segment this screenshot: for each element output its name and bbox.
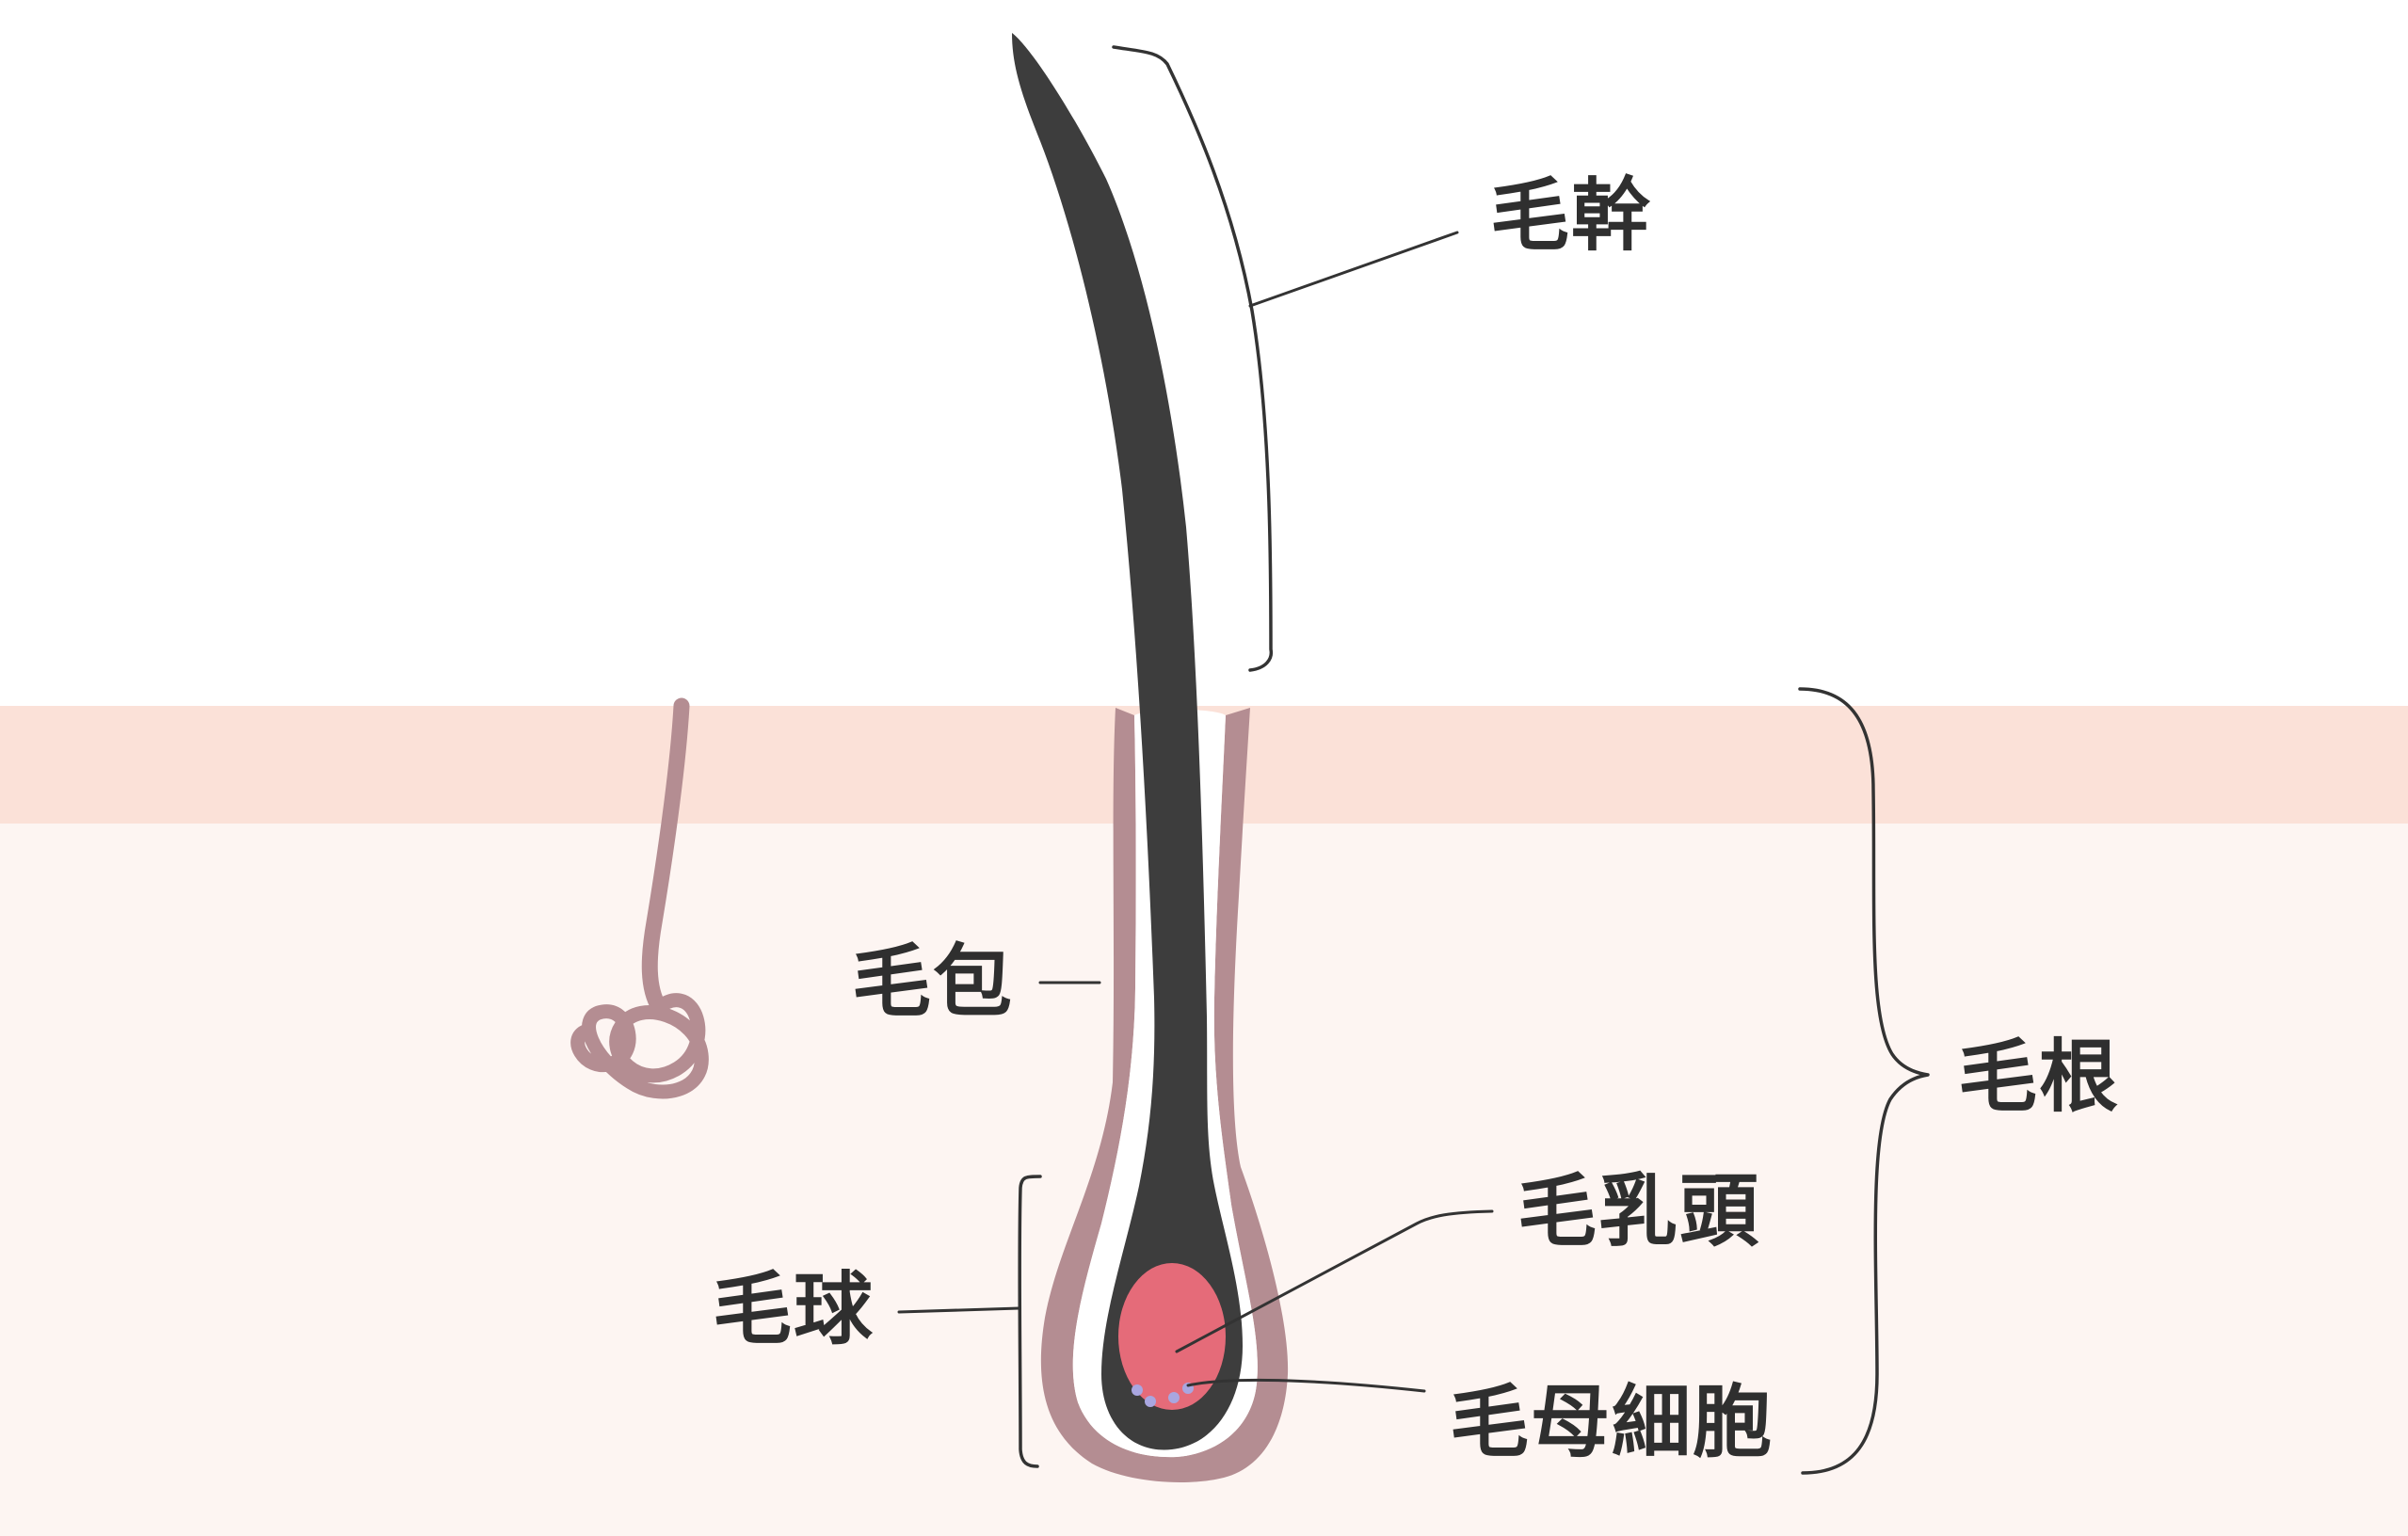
sweat-gland: [570, 697, 709, 1099]
hair-shaft-bracket: [1112, 45, 1274, 672]
hair-matrix-leader: [1186, 1378, 1426, 1393]
dermal-papilla: [1118, 1263, 1226, 1410]
dermal-papilla-leader: [1175, 1209, 1494, 1353]
hair: [1012, 33, 1243, 1450]
hair-root-brace: [1798, 687, 1930, 1475]
label-hair-bulb: 毛球: [713, 1263, 875, 1355]
hair-shaft-leader: [1248, 231, 1459, 308]
matrix-cell: [1132, 1384, 1143, 1396]
label-hair-shaft: 毛幹: [1490, 169, 1652, 262]
label-hair-root: 毛根: [1958, 1031, 2120, 1123]
matrix-cell: [1145, 1396, 1156, 1407]
label-dermal-papilla: 毛乳頭: [1517, 1165, 1760, 1257]
hair-bulb-leader: [897, 1306, 1021, 1314]
matrix-cell: [1168, 1392, 1180, 1403]
follicle-sheath: [1040, 708, 1289, 1482]
hair-bulb-bracket: [1018, 1175, 1042, 1468]
label-hair-follicle: 毛包: [852, 936, 1014, 1028]
label-hair-matrix-cells: 毛母細胞: [1450, 1376, 1774, 1468]
